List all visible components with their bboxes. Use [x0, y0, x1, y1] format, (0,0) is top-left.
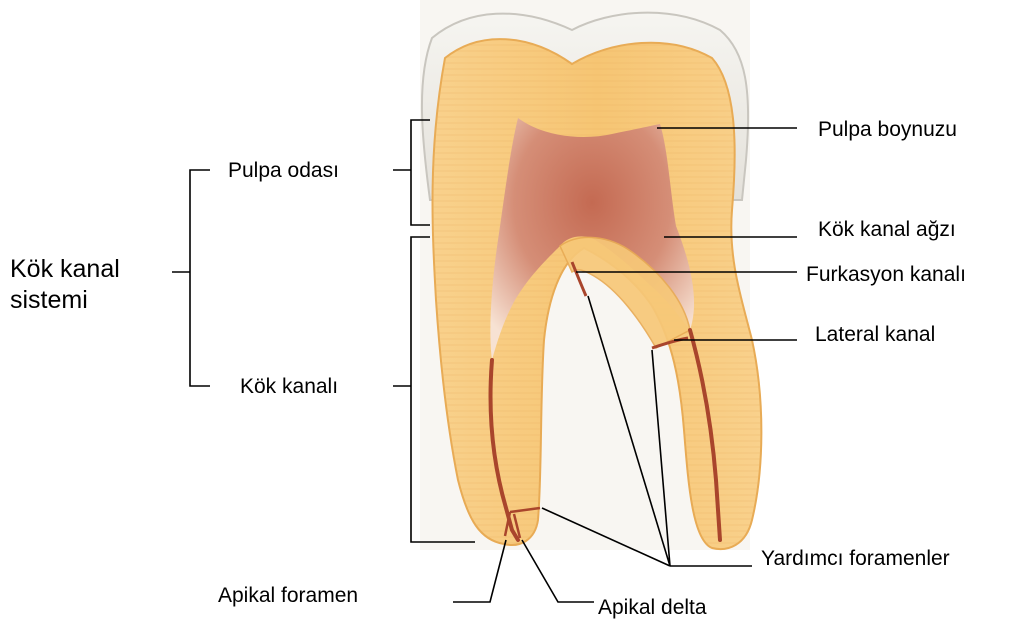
root-canal-system-bracket	[190, 170, 210, 386]
apical-delta-label: Apikal delta	[598, 596, 707, 619]
root-canal-system-label-line1: Kök kanal	[10, 255, 120, 283]
canal-orifice-label: Kök kanal ağzı	[818, 218, 956, 241]
lateral-canal-label: Lateral kanal	[815, 323, 935, 346]
apical-foramen-label: Apikal foramen	[218, 584, 358, 607]
root-canal-label: Kök kanalı	[240, 375, 338, 398]
accessory-foramina-label: Yardımcı foramenler	[761, 547, 950, 570]
pulp-chamber-label: Pulpa odası	[228, 159, 339, 182]
pulp-horn-label: Pulpa boynuzu	[818, 118, 957, 141]
tooth-illustration	[420, 0, 761, 550]
root-canal-system-label-line2: sistemi	[10, 286, 88, 314]
furcation-canal-label: Furkasyon kanalı	[806, 263, 966, 286]
